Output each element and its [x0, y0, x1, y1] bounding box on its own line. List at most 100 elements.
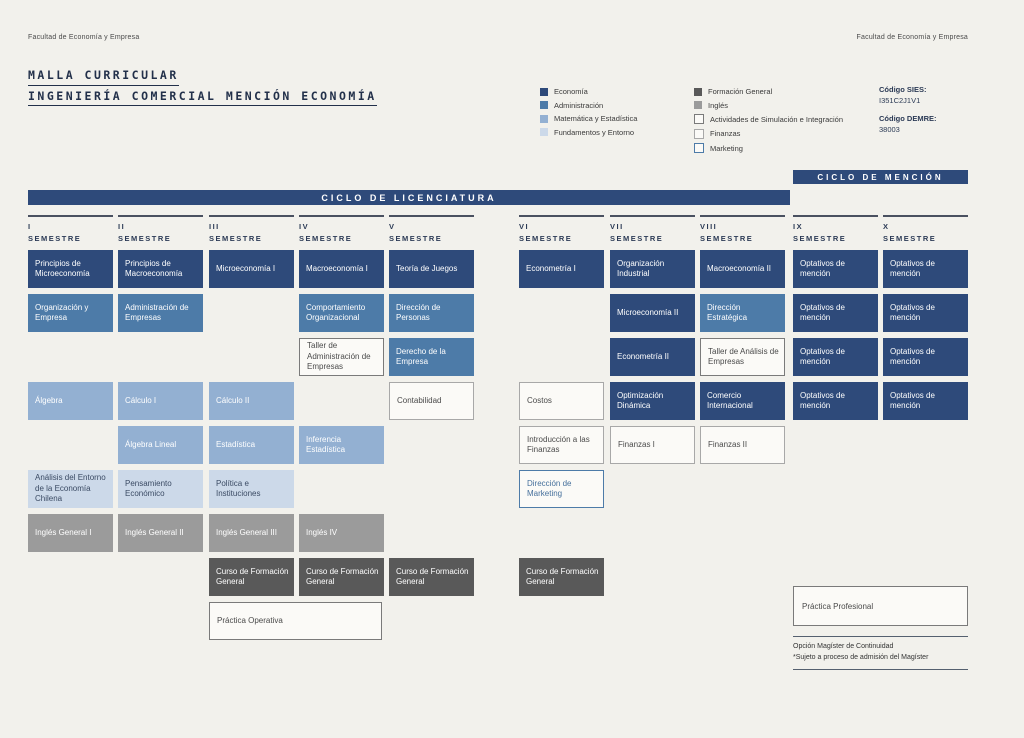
- legend-item-formacion: Formación General: [694, 87, 843, 96]
- legend-label: Economía: [554, 87, 588, 96]
- course-box: Principios de Microeconomía: [28, 250, 113, 288]
- course-box: Optativos de mención: [883, 294, 968, 332]
- sies-code-value: I351C2J1V1: [879, 95, 921, 105]
- legend-item-administracion: Administración: [540, 101, 637, 110]
- course-box: Costos: [519, 382, 604, 420]
- practica-profesional-box: Práctica Profesional: [793, 586, 968, 626]
- course-box: Pensamiento Económico: [118, 470, 203, 508]
- course-box: Optativos de mención: [883, 338, 968, 376]
- course-box: Inglés General II: [118, 514, 203, 552]
- course-box: Inglés General III: [209, 514, 294, 552]
- legend-item-finanzas: Finanzas: [694, 128, 843, 139]
- semester-word: SEMESTRE: [610, 234, 664, 243]
- course-box: Optativos de mención: [883, 250, 968, 288]
- course-box: Álgebra: [28, 382, 113, 420]
- course-box: Optativos de mención: [793, 294, 878, 332]
- semester-word: SEMESTRE: [700, 234, 754, 243]
- course-box: Organización Industrial: [610, 250, 695, 288]
- semester-numeral: II: [118, 222, 126, 231]
- course-box: Organización y Empresa: [28, 294, 113, 332]
- semester-word: SEMESTRE: [28, 234, 82, 243]
- semester-numeral: V: [389, 222, 396, 231]
- course-box: Análisis del Entorno de la Economía Chil…: [28, 470, 113, 508]
- semester-word: SEMESTRE: [118, 234, 172, 243]
- legend-label: Fundamentos y Entorno: [554, 127, 635, 137]
- course-box: Microeconomía I: [209, 250, 294, 288]
- demre-code-value: 38003: [879, 124, 900, 134]
- course-box: Macroeconomía I: [299, 250, 384, 288]
- course-box: Curso de Formación General: [519, 558, 604, 596]
- semester-word: SEMESTRE: [519, 234, 573, 243]
- semester-word: SEMESTRE: [389, 234, 443, 243]
- semester-numeral: IX: [793, 222, 804, 231]
- course-box: Contabilidad: [389, 382, 474, 420]
- legend-label: Matemática y Estadística: [554, 114, 638, 123]
- legend-swatch-finanzas: [694, 128, 704, 139]
- legend-swatch-administracion: [540, 101, 548, 109]
- legend-label: Marketing: [710, 143, 743, 153]
- course-box: Optativos de mención: [793, 338, 878, 376]
- semester-numeral: VIII: [700, 222, 718, 231]
- course-box: Finanzas II: [700, 426, 785, 464]
- course-box: Práctica Operativa: [209, 602, 382, 640]
- magister-line1: Opción Magíster de Continuidad: [793, 643, 894, 650]
- course-box: Inglés IV: [299, 514, 384, 552]
- course-box: Taller de Administración de Empresas: [299, 338, 384, 376]
- course-box: Política e Instituciones: [209, 470, 294, 508]
- course-box: Estadística: [209, 426, 294, 464]
- course-box: Econometría I: [519, 250, 604, 288]
- semester-header-ix: IX SEMESTRE: [793, 215, 878, 243]
- legend-item-matematica: Matemática y Estadística: [540, 114, 637, 123]
- magister-line2: *Sujeto a proceso de admisión del Magíst…: [793, 653, 929, 661]
- magister-note: Opción Magíster de Continuidad *Sujeto a…: [793, 636, 968, 670]
- page-title-line2: INGENIERÍA COMERCIAL MENCIÓN ECONOMÍA: [28, 90, 377, 106]
- semester-word: SEMESTRE: [883, 234, 937, 243]
- course-box: Curso de Formación General: [389, 558, 474, 596]
- course-box: Introducción a las Finanzas: [519, 426, 604, 464]
- legend-item-fundamentos: Fundamentos y Entorno: [540, 128, 637, 137]
- course-box: Taller de Análisis de Empresas: [700, 338, 785, 376]
- course-box: Cálculo I: [118, 382, 203, 420]
- banner-ciclo-mencion: CICLO DE MENCIÓN: [793, 170, 968, 184]
- course-box: Inglés General I: [28, 514, 113, 552]
- course-box: Dirección Estratégica: [700, 294, 785, 332]
- course-box: Optativos de mención: [793, 250, 878, 288]
- semester-word: SEMESTRE: [299, 234, 353, 243]
- course-box: Comportamiento Organizacional: [299, 294, 384, 332]
- legend-label: Administración: [554, 100, 604, 110]
- course-box: Álgebra Lineal: [118, 426, 203, 464]
- banner-ciclo-licenciatura: CICLO DE LICENCIATURA: [28, 190, 790, 205]
- semester-word: SEMESTRE: [793, 234, 847, 243]
- legend-item-marketing: Marketing: [694, 143, 843, 153]
- legend-item-simulacion: Actividades de Simulación e Integración: [694, 114, 843, 124]
- course-box: Derecho de la Empresa: [389, 338, 474, 376]
- legend-label: Finanzas: [710, 129, 741, 138]
- course-box: Cálculo II: [209, 382, 294, 420]
- semester-header-x: X SEMESTRE: [883, 215, 968, 243]
- legend-label: Formación General: [708, 87, 773, 96]
- legend-label: Actividades de Simulación e Integración: [710, 114, 843, 124]
- semester-numeral: III: [209, 222, 220, 231]
- semester-header-v: V SEMESTRE: [389, 215, 474, 243]
- legend-item-ingles: Inglés: [694, 101, 843, 110]
- legend-swatch-ingles: [694, 101, 702, 109]
- sies-code-label: Código SIES:: [879, 85, 927, 94]
- legend-label: Inglés: [708, 100, 729, 110]
- demre-code-label: Código DEMRE:: [879, 114, 937, 123]
- legend-swatch-simulacion: [694, 114, 704, 124]
- course-box: Finanzas I: [610, 426, 695, 464]
- faculty-header-left: Facultad de Economía y Empresa: [28, 34, 140, 41]
- course-box: Curso de Formación General: [299, 558, 384, 596]
- legend-swatch-economia: [540, 87, 548, 96]
- course-box: Macroeconomía II: [700, 250, 785, 288]
- course-box: Optativos de mención: [793, 382, 878, 420]
- semester-numeral: X: [883, 222, 890, 231]
- page-title-line1: MALLA CURRICULAR: [28, 69, 179, 86]
